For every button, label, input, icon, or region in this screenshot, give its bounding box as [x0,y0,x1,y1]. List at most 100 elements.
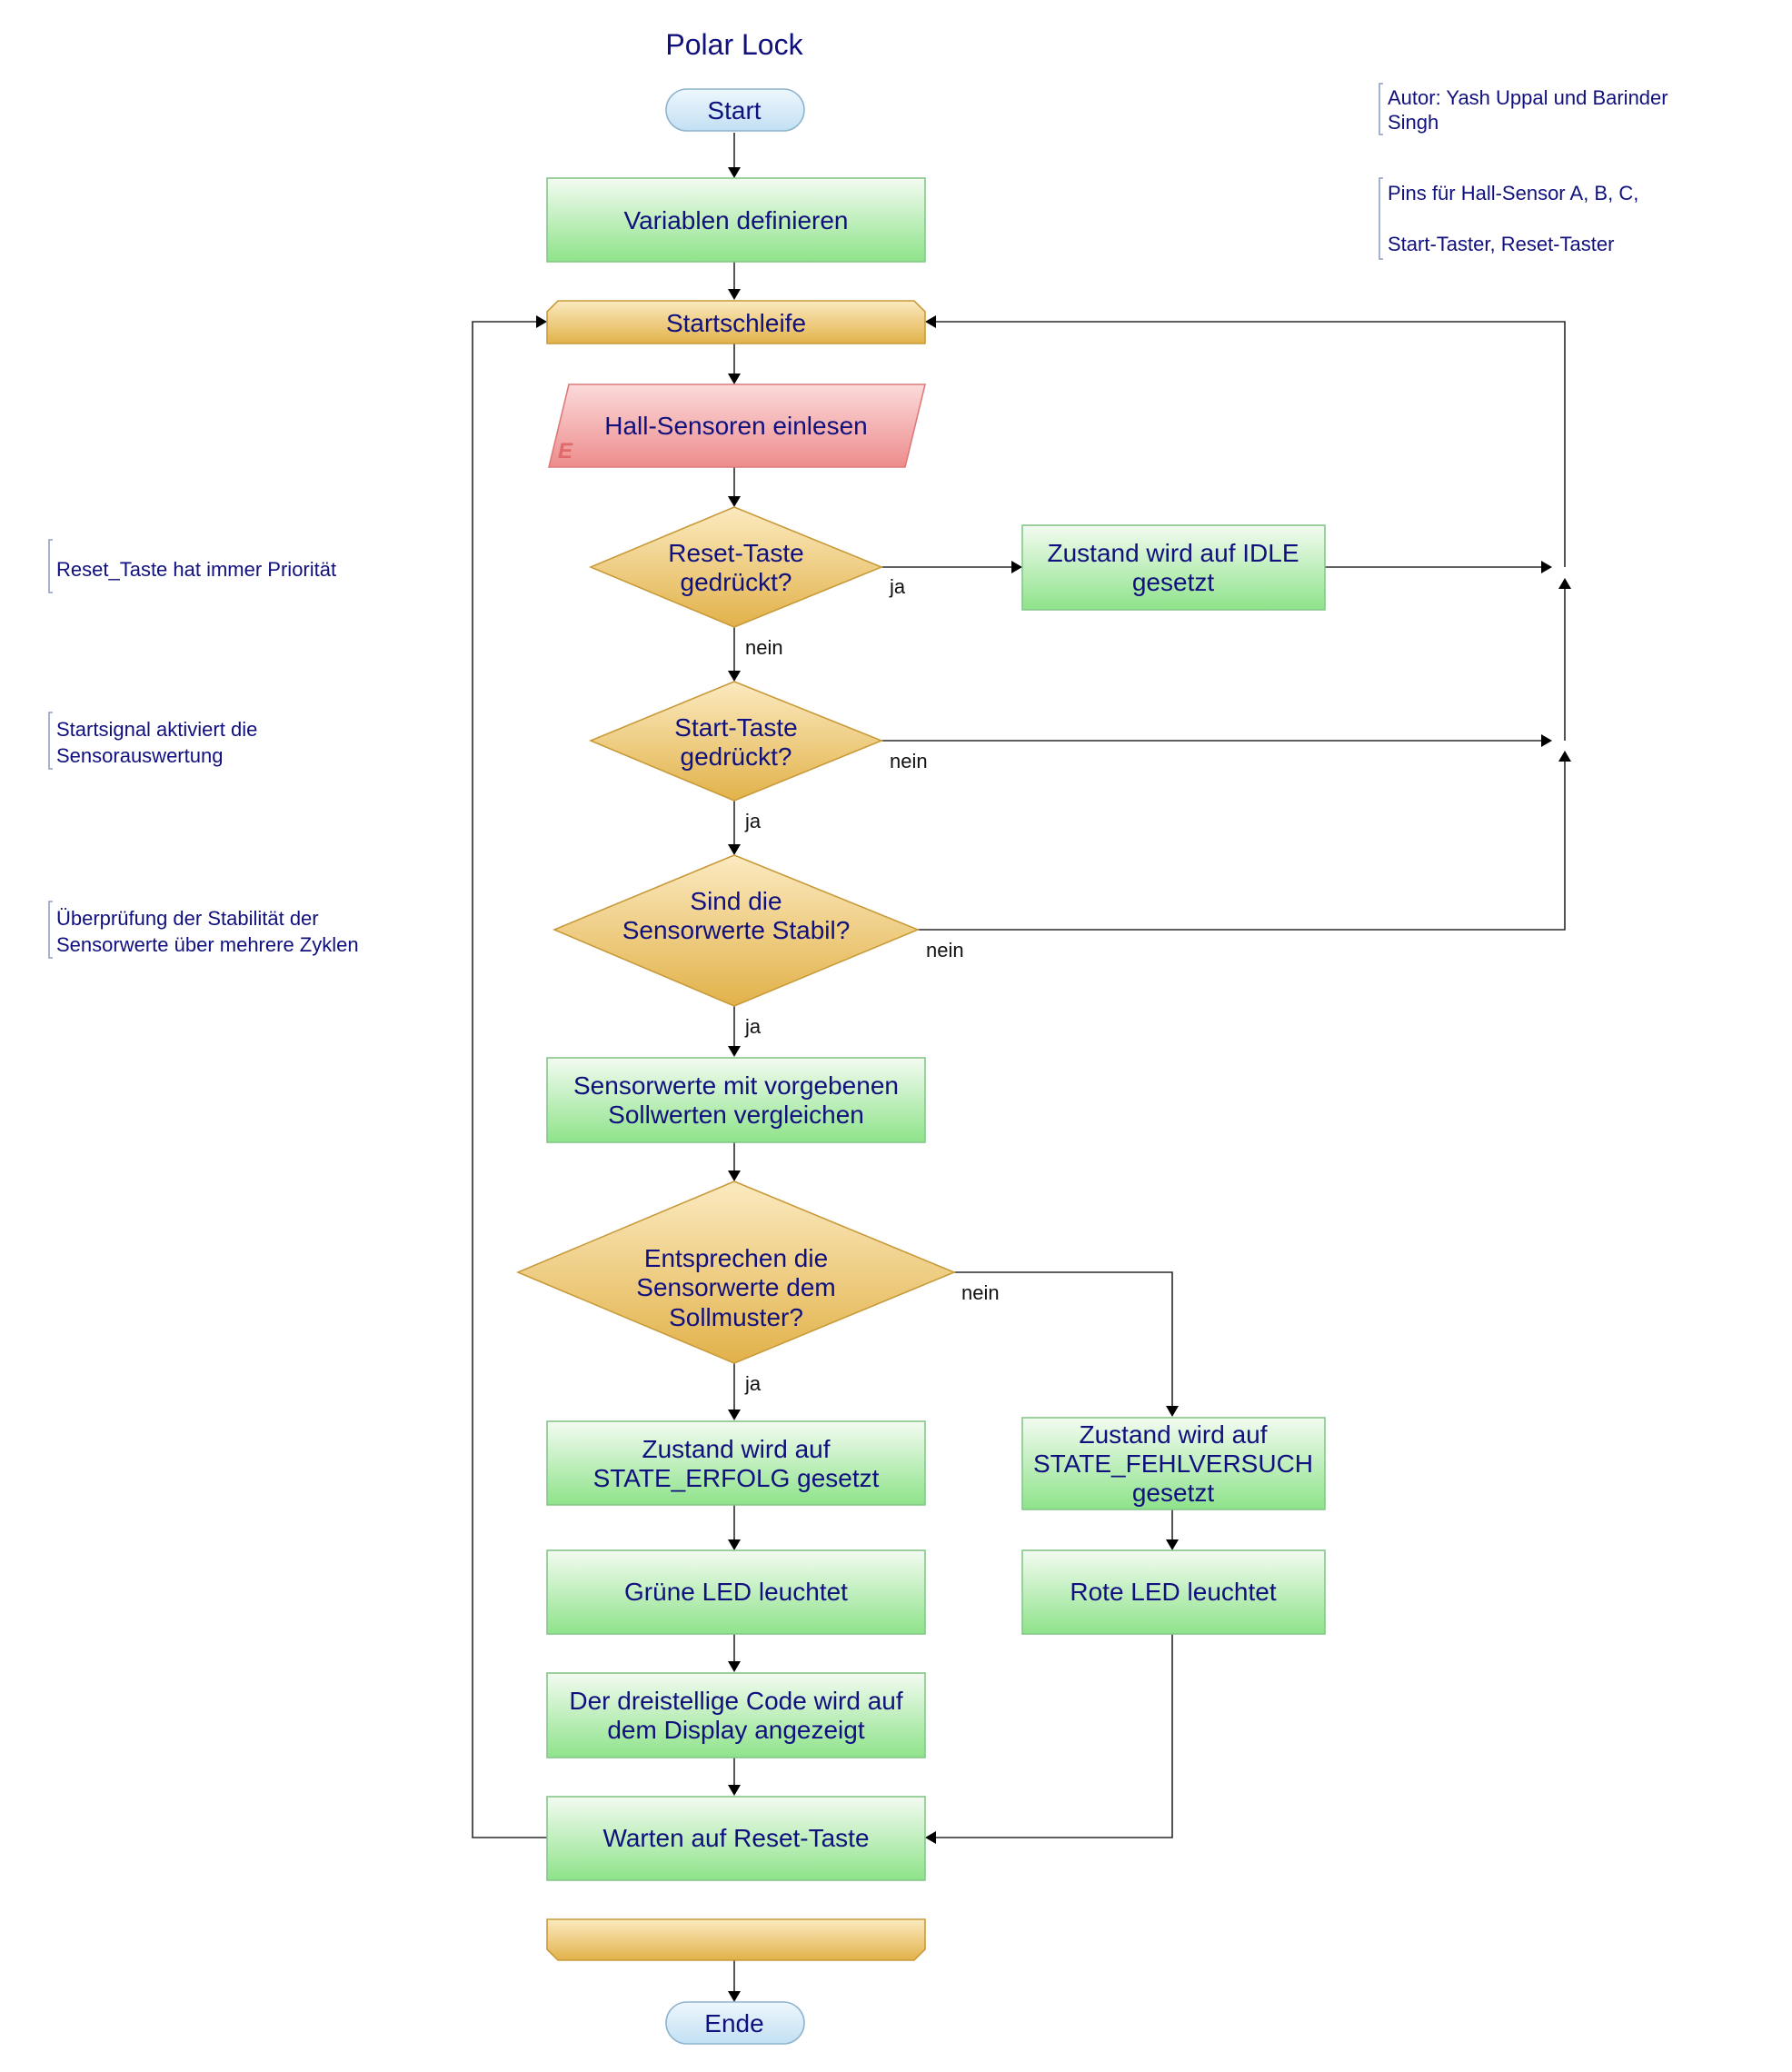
arrowhead [728,496,741,507]
arrowhead [925,315,936,328]
note-pins-line-3: Start-Taster, Reset-Taster [1388,233,1614,255]
note-start-signal: Startsignal aktiviert die Sensorauswertu… [48,712,257,770]
node-red-led-label: Rote LED leuchtet [1070,1578,1276,1606]
edge-label-stable-no: nein [926,939,964,961]
note-pins-line-1: Pins für Hall-Sensor A, B, C, [1388,182,1638,204]
node-loop-end [546,1918,926,1961]
node-start: Start [665,88,805,132]
input-marker-label: E [558,439,573,463]
node-set-success: Zustand wird auf STATE_ERFOLG gesetzt [546,1420,926,1506]
node-set-fail-line-2: STATE_FEHLVERSUCH [1033,1449,1313,1478]
edge-label-match-no: nein [961,1281,1000,1304]
node-wait-reset-label: Warten auf Reset-Taste [602,1824,869,1852]
node-stable: Sind die Sensorwerte Stabil? [552,854,921,1007]
node-start-pressed: Start-Taste gedrückt? [588,681,884,802]
edge-red-wait [932,1633,1173,1838]
edge-label-match-yes: ja [744,1372,762,1395]
arrowhead [536,315,547,328]
node-show-code-line-2: dem Display angezeigt [607,1716,864,1744]
arrowhead [1166,1406,1179,1417]
node-reset-pressed-line-2: gedrückt? [681,568,792,596]
edge-label-reset-yes: ja [889,575,906,598]
node-reset-pressed-line-1: Reset-Taste [668,539,803,567]
arrowhead [728,671,741,682]
node-compare-line-1: Sensorwerte mit vorgebenen [573,1071,899,1100]
edge-right-top [932,321,1566,567]
node-end-label: Ende [704,2009,763,2037]
node-read-sensors-label: Hall-Sensoren einlesen [604,412,868,440]
arrowhead [728,1046,741,1057]
node-set-fail-line-1: Zustand wird auf [1080,1420,1268,1449]
node-loop-start-label: Startschleife [666,309,806,337]
arrowhead [728,844,741,855]
arrowhead [728,1661,741,1672]
connectors [472,133,1571,2002]
node-match-line-1: Entsprechen die [644,1244,828,1272]
node-set-idle-line-2: gesetzt [1132,568,1214,596]
arrowhead [728,1785,741,1796]
diagram-title: Polar Lock [665,28,803,61]
node-set-fail-line-3: gesetzt [1132,1479,1214,1507]
arrowhead [728,374,741,384]
node-reset-pressed: Reset-Taste gedrückt? [588,506,884,628]
node-set-idle: Zustand wird auf IDLE gesetzt [1021,524,1326,611]
arrowhead [728,1410,741,1420]
arrowhead [1166,1539,1179,1550]
edge-stable-no [918,754,1566,931]
node-red-led: Rote LED leuchtet [1021,1549,1326,1635]
node-show-code: Der dreistellige Code wird auf dem Displ… [546,1672,926,1758]
arrowhead [728,1991,741,2002]
arrowhead [728,1170,741,1181]
edge-match-no [954,1271,1173,1409]
note-start-signal-line-2: Sensorauswertung [56,744,223,767]
node-end: Ende [665,2001,805,2045]
node-loop-start: Startschleife [546,300,926,344]
node-set-success-line-1: Zustand wird auf [642,1435,831,1463]
node-green-led: Grüne LED leuchtet [546,1549,926,1635]
node-start-pressed-line-1: Start-Taste [674,713,797,742]
note-reset-priority-line-1: Reset_Taste hat immer Priorität [56,558,336,581]
node-compare: Sensorwerte mit vorgebenen Sollwerten ve… [546,1057,926,1143]
node-match: Entsprechen die Sensorwerte dem Sollmust… [515,1180,957,1364]
node-show-code-line-1: Der dreistellige Code wird auf [569,1687,903,1715]
note-start-signal-line-1: Startsignal aktiviert die [56,718,257,741]
edge-label-reset-no: nein [745,636,783,659]
arrowhead [1558,578,1571,589]
node-set-fail: Zustand wird auf STATE_FEHLVERSUCH geset… [1021,1417,1326,1510]
note-author-line-1: Autor: Yash Uppal und Barinder [1388,86,1668,109]
node-read-sensors: E Hall-Sensoren einlesen [547,384,927,468]
node-define-vars: Variablen definieren [546,177,926,263]
edge-label-stable-yes: ja [744,1015,762,1038]
arrowhead [728,289,741,300]
note-author-line-2: Singh [1388,111,1439,134]
node-set-idle-line-1: Zustand wird auf IDLE [1047,539,1299,567]
edge-label-start-yes: ja [744,810,762,832]
edge-wait-loop [472,321,547,1838]
arrowhead [1011,561,1022,573]
node-green-led-label: Grüne LED leuchtet [624,1578,848,1606]
node-set-success-line-2: STATE_ERFOLG gesetzt [593,1464,880,1492]
note-pins: Pins für Hall-Sensor A, B, C, Start-Tast… [1379,177,1638,260]
note-stability-check: Überprüfung der Stabilität der Sensorwer… [48,901,359,959]
note-stability-check-line-2: Sensorwerte über mehrere Zyklen [56,933,359,956]
node-define-vars-label: Variablen definieren [624,206,849,234]
arrowhead [728,1539,741,1550]
note-author: Autor: Yash Uppal und Barinder Singh [1379,83,1668,135]
node-compare-line-2: Sollwerten vergleichen [608,1101,864,1129]
node-start-label: Start [707,96,761,125]
arrowhead [1541,734,1552,747]
arrowhead [1558,751,1571,762]
arrowhead [925,1831,936,1844]
note-stability-check-line-1: Überprüfung der Stabilität der [56,907,319,930]
edge-label-start-no: nein [890,750,928,772]
node-match-line-2: Sensorwerte dem [636,1273,835,1301]
node-stable-line-2: Sensorwerte Stabil? [622,916,851,944]
arrowhead [728,167,741,178]
note-reset-priority: Reset_Taste hat immer Priorität [48,539,336,593]
node-match-line-3: Sollmuster? [669,1303,803,1331]
node-start-pressed-line-2: gedrückt? [681,742,792,771]
node-stable-line-1: Sind die [690,887,782,915]
node-wait-reset: Warten auf Reset-Taste [546,1796,926,1881]
arrowhead [1541,561,1552,573]
